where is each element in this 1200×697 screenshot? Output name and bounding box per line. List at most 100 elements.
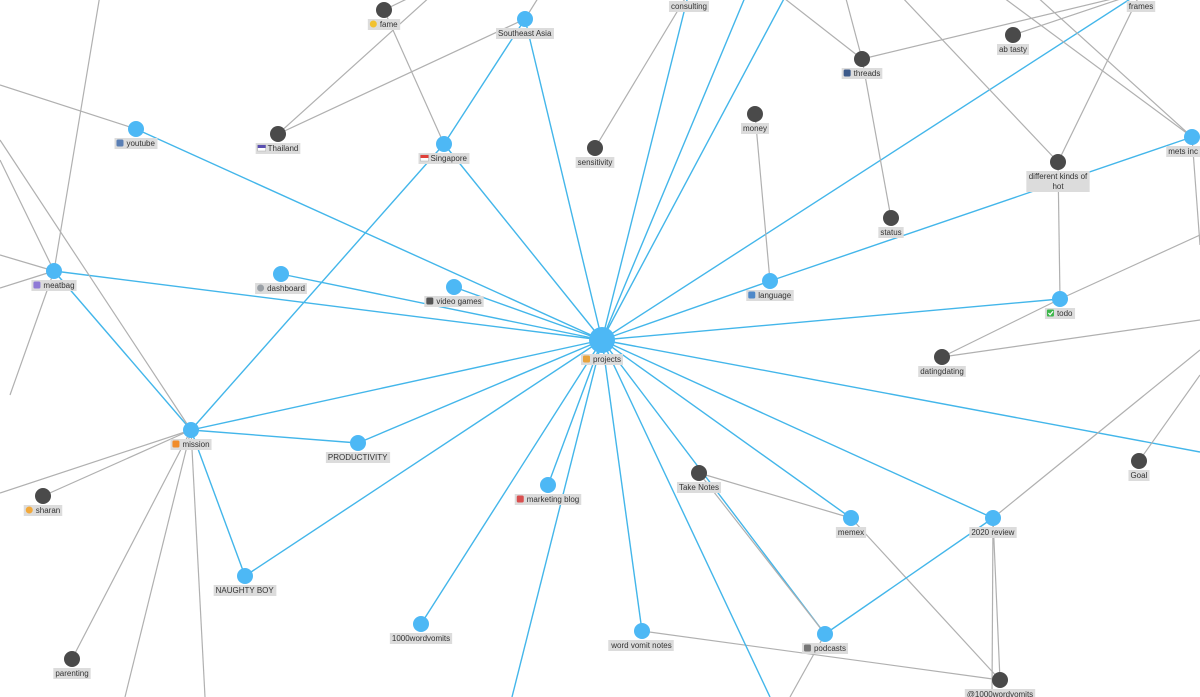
node-dot[interactable] — [128, 121, 144, 137]
node-status[interactable]: status — [878, 210, 904, 238]
edge-2020-review-1000wordvomits-handle — [992, 517, 1001, 681]
node-mission[interactable]: mission — [170, 422, 212, 450]
node-podcasts[interactable]: podcasts — [801, 626, 849, 654]
node-thailand[interactable]: Thailand — [255, 126, 301, 154]
node-dot[interactable] — [1184, 129, 1200, 145]
node-label: sensitivity — [578, 158, 613, 167]
node-dot[interactable] — [1005, 27, 1021, 43]
node-dot[interactable] — [634, 623, 650, 639]
thailand-flag-icon — [257, 144, 266, 152]
node-youtube[interactable]: youtube — [114, 121, 158, 149]
node-southeast-asia[interactable]: Southeast Asia — [496, 11, 554, 39]
node-label-background — [878, 227, 904, 238]
node-2020-review[interactable]: 2020 review — [969, 510, 1017, 538]
node-video-games[interactable]: video games — [424, 279, 484, 307]
node-dot[interactable] — [934, 349, 950, 365]
node-label-background — [418, 153, 470, 164]
edge-fame-singapore — [383, 9, 445, 145]
node-datingdating[interactable]: datingdating — [918, 349, 966, 377]
edge-projects-todo — [601, 298, 1061, 341]
gauge-icon — [257, 284, 265, 292]
node-frames[interactable]: frames — [1126, 0, 1156, 12]
node-dot[interactable] — [992, 672, 1008, 688]
node-dot[interactable] — [854, 51, 870, 67]
node-dot[interactable] — [587, 140, 603, 156]
node-label: mission — [182, 440, 209, 449]
node-label-background — [213, 585, 277, 596]
node-language[interactable]: language — [746, 273, 794, 301]
node-dot[interactable] — [883, 210, 899, 226]
node-dot[interactable] — [273, 266, 289, 282]
dna-icon — [33, 281, 41, 289]
node-singapore[interactable]: Singapore — [418, 136, 470, 164]
node-dot[interactable] — [1131, 453, 1147, 469]
node-take-notes[interactable]: Take Notes — [676, 465, 722, 493]
node-sharan[interactable]: sharan — [23, 488, 63, 516]
node-dot[interactable] — [691, 465, 707, 481]
node-memex[interactable]: memex — [835, 510, 867, 538]
node-label-background — [801, 643, 849, 654]
node-dot[interactable] — [64, 651, 80, 667]
node-label-background — [424, 296, 484, 307]
node-label: Southeast Asia — [498, 29, 552, 38]
node-word-vomit-notes[interactable]: word vomit notes — [608, 623, 674, 651]
node-dot[interactable] — [817, 626, 833, 642]
edge-mission-offscreen-15 — [124, 429, 192, 697]
node-consulting[interactable]: consulting — [668, 0, 710, 12]
edge-projects-offscreen-0 — [601, 339, 1200, 453]
node-label: podcasts — [814, 644, 846, 653]
node-dot[interactable] — [46, 263, 62, 279]
node-money[interactable]: money — [740, 106, 770, 134]
node-dot[interactable] — [540, 477, 556, 493]
edge-mission-offscreen-13 — [190, 429, 206, 697]
node-productivity[interactable]: PRODUCTIVITY — [325, 435, 391, 463]
node-dot[interactable] — [446, 279, 462, 295]
node-dot[interactable] — [747, 106, 763, 122]
node-goal[interactable]: Goal — [1128, 453, 1150, 481]
node-mets-inc[interactable]: mets inc — [1166, 129, 1200, 157]
node-dot[interactable] — [436, 136, 452, 152]
node-dot[interactable] — [985, 510, 1001, 526]
node-1000wordvomits[interactable]: 1000wordvomits — [389, 616, 453, 644]
node-meatbag[interactable]: meatbag — [31, 263, 77, 291]
node-dot[interactable] — [843, 510, 859, 526]
node-sensitivity[interactable]: sensitivity — [575, 140, 615, 168]
node-dot[interactable] — [35, 488, 51, 504]
edge-projects-meatbag — [53, 270, 603, 341]
node-1000wordvomits-handle[interactable]: @1000wordvomits — [964, 672, 1036, 697]
node-dot[interactable] — [1052, 291, 1068, 307]
node-naughty-boy[interactable]: NAUGHTY BOY — [213, 568, 277, 596]
node-todo[interactable]: todo — [1044, 291, 1076, 319]
edge-mission-meatbag — [53, 270, 192, 431]
node-marketing-blog[interactable]: marketing blog — [514, 477, 582, 505]
node-dot[interactable] — [237, 568, 253, 584]
node-ab-tasty[interactable]: ab tasty — [996, 27, 1030, 55]
node-dot[interactable] — [517, 11, 533, 27]
node-dot[interactable] — [376, 2, 392, 18]
edge-projects-frames — [601, 0, 1130, 341]
node-dot[interactable] — [762, 273, 778, 289]
edge-threads-offscreen-26 — [785, 0, 863, 60]
node-threads[interactable]: threads — [841, 51, 883, 79]
node-dot[interactable] — [270, 126, 286, 142]
edge-mission-naughty-boy — [190, 429, 246, 577]
node-dot[interactable] — [413, 616, 429, 632]
node-parenting[interactable]: parenting — [53, 651, 91, 679]
node-label: sharan — [36, 506, 60, 515]
edge-meatbag-offscreen-10 — [53, 0, 100, 272]
node-dot[interactable] — [183, 422, 199, 438]
node-label: meatbag — [43, 281, 74, 290]
node-fame[interactable]: fame — [367, 2, 401, 30]
edge-goal-offscreen-18 — [1138, 374, 1200, 462]
node-dot[interactable] — [1050, 154, 1066, 170]
node-dot[interactable] — [589, 327, 615, 353]
node-label-background — [170, 439, 212, 450]
node-dashboard[interactable]: dashboard — [255, 266, 307, 294]
edge-projects-memex — [601, 339, 852, 519]
node-dot[interactable] — [350, 435, 366, 451]
node-projects[interactable]: projects — [580, 327, 624, 365]
